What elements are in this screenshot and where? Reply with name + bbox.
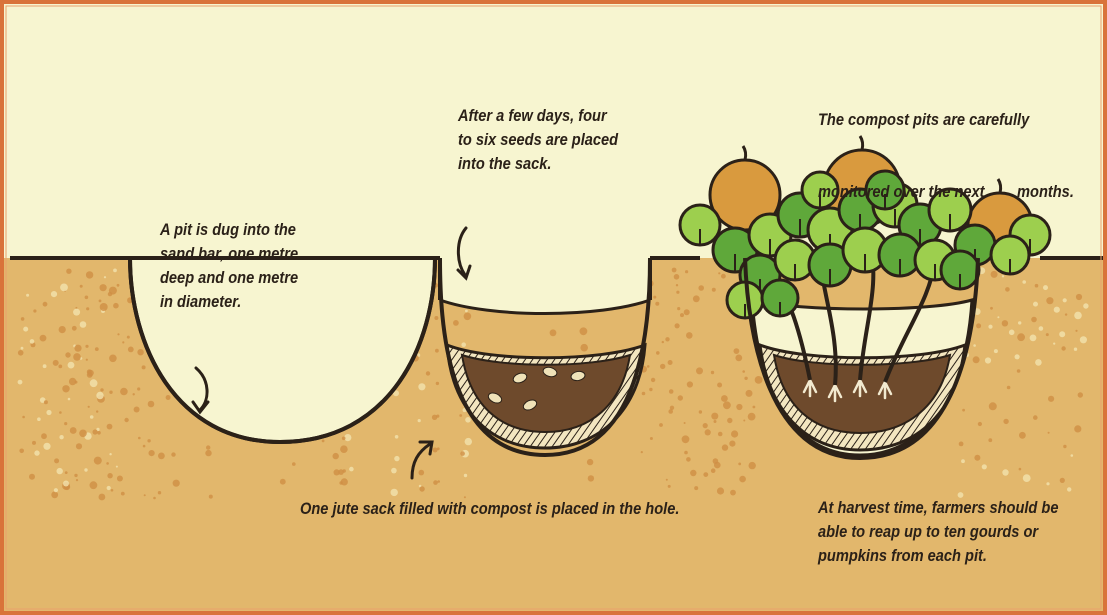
caption-line: One jute sack filled with compost is pla…: [300, 497, 679, 521]
caption-line: to six seeds are placed: [458, 128, 618, 152]
caption-step2: After a few days, four to six seeds are …: [458, 104, 618, 176]
caption-line: A pit is dug into the: [160, 218, 298, 242]
caption-line: able to reap up to ten gourds or: [818, 520, 1058, 544]
caption-line: pumpkins from each pit.: [818, 544, 1058, 568]
caption-line: The compost pits are carefully: [818, 108, 1074, 132]
caption-harvest: At harvest time, farmers should be able …: [818, 496, 1058, 568]
pit-soil-fill: [440, 258, 650, 314]
caption-line: sand bar, one metre: [160, 242, 298, 266]
caption-line: into the sack.: [458, 152, 618, 176]
caption-step3: The compost pits are carefully monitored…: [818, 60, 1074, 252]
caption-line: After a few days, four: [458, 104, 618, 128]
caption-sack: One jute sack filled with compost is pla…: [300, 497, 679, 521]
caption-line: At harvest time, farmers should be: [818, 496, 1058, 520]
caption-line: deep and one metre: [160, 266, 298, 290]
caption-line: monitored over the next months.: [818, 180, 1074, 204]
caption-step1: A pit is dug into the sand bar, one metr…: [160, 218, 298, 314]
caption-line: in diameter.: [160, 290, 298, 314]
